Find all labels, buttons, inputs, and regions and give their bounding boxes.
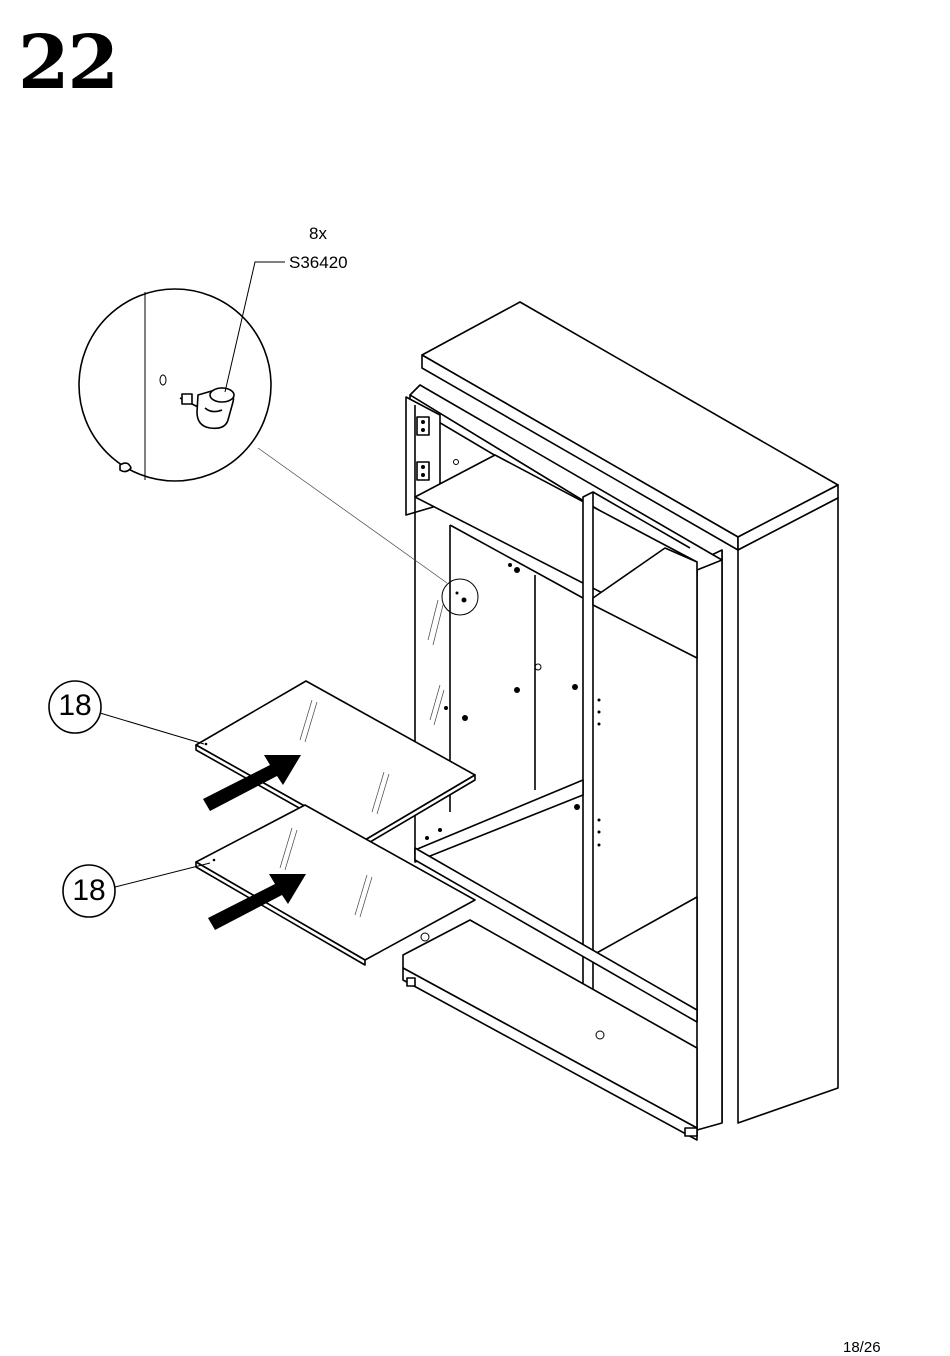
detail-hinge-fragment bbox=[120, 463, 131, 472]
part-code-leader bbox=[225, 262, 285, 392]
foot-left bbox=[407, 978, 415, 986]
step-number: 22 bbox=[18, 26, 117, 100]
detail-hole bbox=[160, 375, 166, 385]
shelf-support-pin-icon bbox=[180, 388, 234, 428]
hardware-part-code: S36420 bbox=[289, 253, 348, 273]
foot-right bbox=[685, 1128, 697, 1136]
hardware-quantity: 8x bbox=[309, 224, 327, 244]
vertical-divider-front bbox=[583, 492, 593, 1058]
cabinet-right-side-panel bbox=[738, 498, 838, 1123]
detail-origin-circle bbox=[442, 579, 478, 615]
cabinet bbox=[403, 302, 838, 1140]
door-glass-reflection bbox=[428, 600, 444, 725]
hinge-lower bbox=[417, 462, 429, 480]
part-callout-label: 18 bbox=[47, 691, 103, 721]
part-callout-label: 18 bbox=[61, 876, 117, 906]
page-number: 18/26 bbox=[843, 1339, 881, 1356]
hinge-upper bbox=[417, 417, 429, 435]
cabinet-right-frame bbox=[697, 550, 722, 1130]
glass-shelf-upper bbox=[196, 681, 475, 845]
cam-hole bbox=[454, 460, 459, 465]
